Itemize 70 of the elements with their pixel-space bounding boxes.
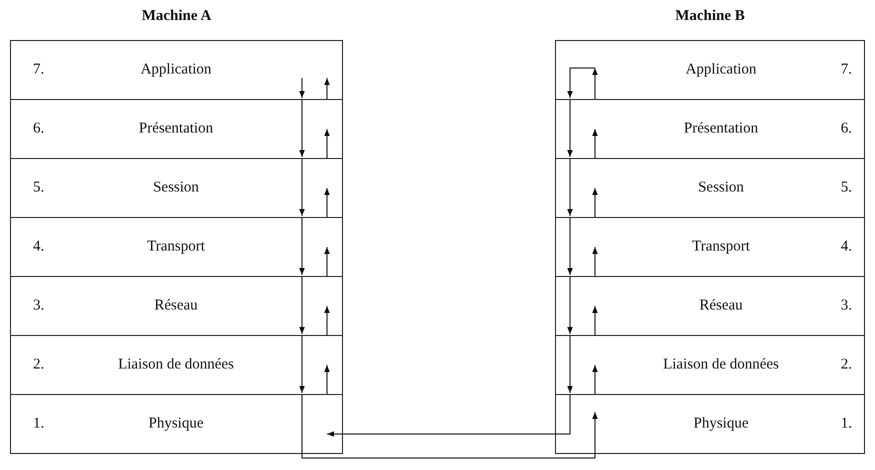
layer-name: Liaison de données (118, 356, 234, 374)
layer-name: Présentation (138, 120, 214, 138)
arrow (567, 216, 573, 276)
arrow (324, 306, 330, 336)
layer-box (10, 40, 343, 100)
layer-number: 7. (33, 62, 44, 78)
layer-box (555, 40, 865, 100)
layer-number: 7. (840, 62, 852, 78)
layer-box (10, 99, 343, 159)
arrow (567, 68, 596, 98)
arrow (567, 158, 573, 216)
arrow (324, 246, 330, 276)
arrow (592, 128, 598, 158)
arrow (592, 306, 598, 336)
layer-number: 5. (840, 180, 852, 196)
layer-number: 4. (33, 238, 44, 256)
layer-number: 3. (840, 298, 852, 314)
arrow (299, 98, 305, 158)
layer-box (10, 158, 343, 218)
layer-box (555, 217, 865, 277)
layer-name: Session (698, 180, 744, 196)
layer-number: 1. (33, 416, 44, 432)
layer-number: 6. (840, 120, 852, 138)
layer-box (10, 276, 343, 336)
layer-box (10, 217, 343, 277)
layer-name: Réseau (154, 298, 198, 314)
arrow (299, 78, 305, 98)
arrow (592, 188, 598, 218)
layer-name: Réseau (699, 298, 743, 314)
layer-box (10, 394, 343, 454)
arrow (324, 78, 330, 100)
layer-box (555, 158, 865, 218)
arrow (302, 394, 598, 458)
arrow (567, 276, 573, 334)
layer-number: 6. (33, 120, 44, 138)
layer-name: Transport (692, 238, 750, 256)
layer-number: 4. (840, 238, 852, 256)
layer-box (555, 99, 865, 159)
machine-heading: Machine B (675, 8, 745, 25)
layer-name: Présentation (684, 120, 758, 138)
arrow (567, 98, 573, 158)
machine-heading: Machine A (142, 8, 212, 25)
layer-name: Application (140, 62, 212, 78)
layer-number: 2. (840, 356, 852, 374)
arrow (324, 188, 330, 218)
layer-name: Liaison de données (663, 356, 779, 374)
layer-box (555, 394, 865, 454)
arrow (299, 334, 305, 394)
layer-number: 2. (33, 356, 44, 374)
layer-box (10, 335, 343, 395)
arrow (324, 364, 330, 394)
layer-name: Application (686, 62, 756, 78)
arrow (326, 394, 570, 437)
arrow (299, 158, 305, 216)
layer-number: 1. (840, 416, 852, 432)
layer-number: 3. (33, 298, 44, 314)
arrow (592, 68, 598, 100)
arrow (299, 216, 305, 276)
layer-box (555, 335, 865, 395)
arrow (592, 246, 598, 276)
layer-box (555, 276, 865, 336)
layer-name: Physique (694, 416, 748, 432)
arrow (592, 364, 598, 394)
arrow (299, 276, 305, 334)
layer-name: Session (153, 180, 199, 196)
arrow (567, 334, 573, 394)
arrow (324, 128, 330, 158)
layer-name: Transport (147, 238, 205, 256)
layer-number: 5. (33, 180, 44, 196)
layer-name: Physique (148, 416, 204, 432)
